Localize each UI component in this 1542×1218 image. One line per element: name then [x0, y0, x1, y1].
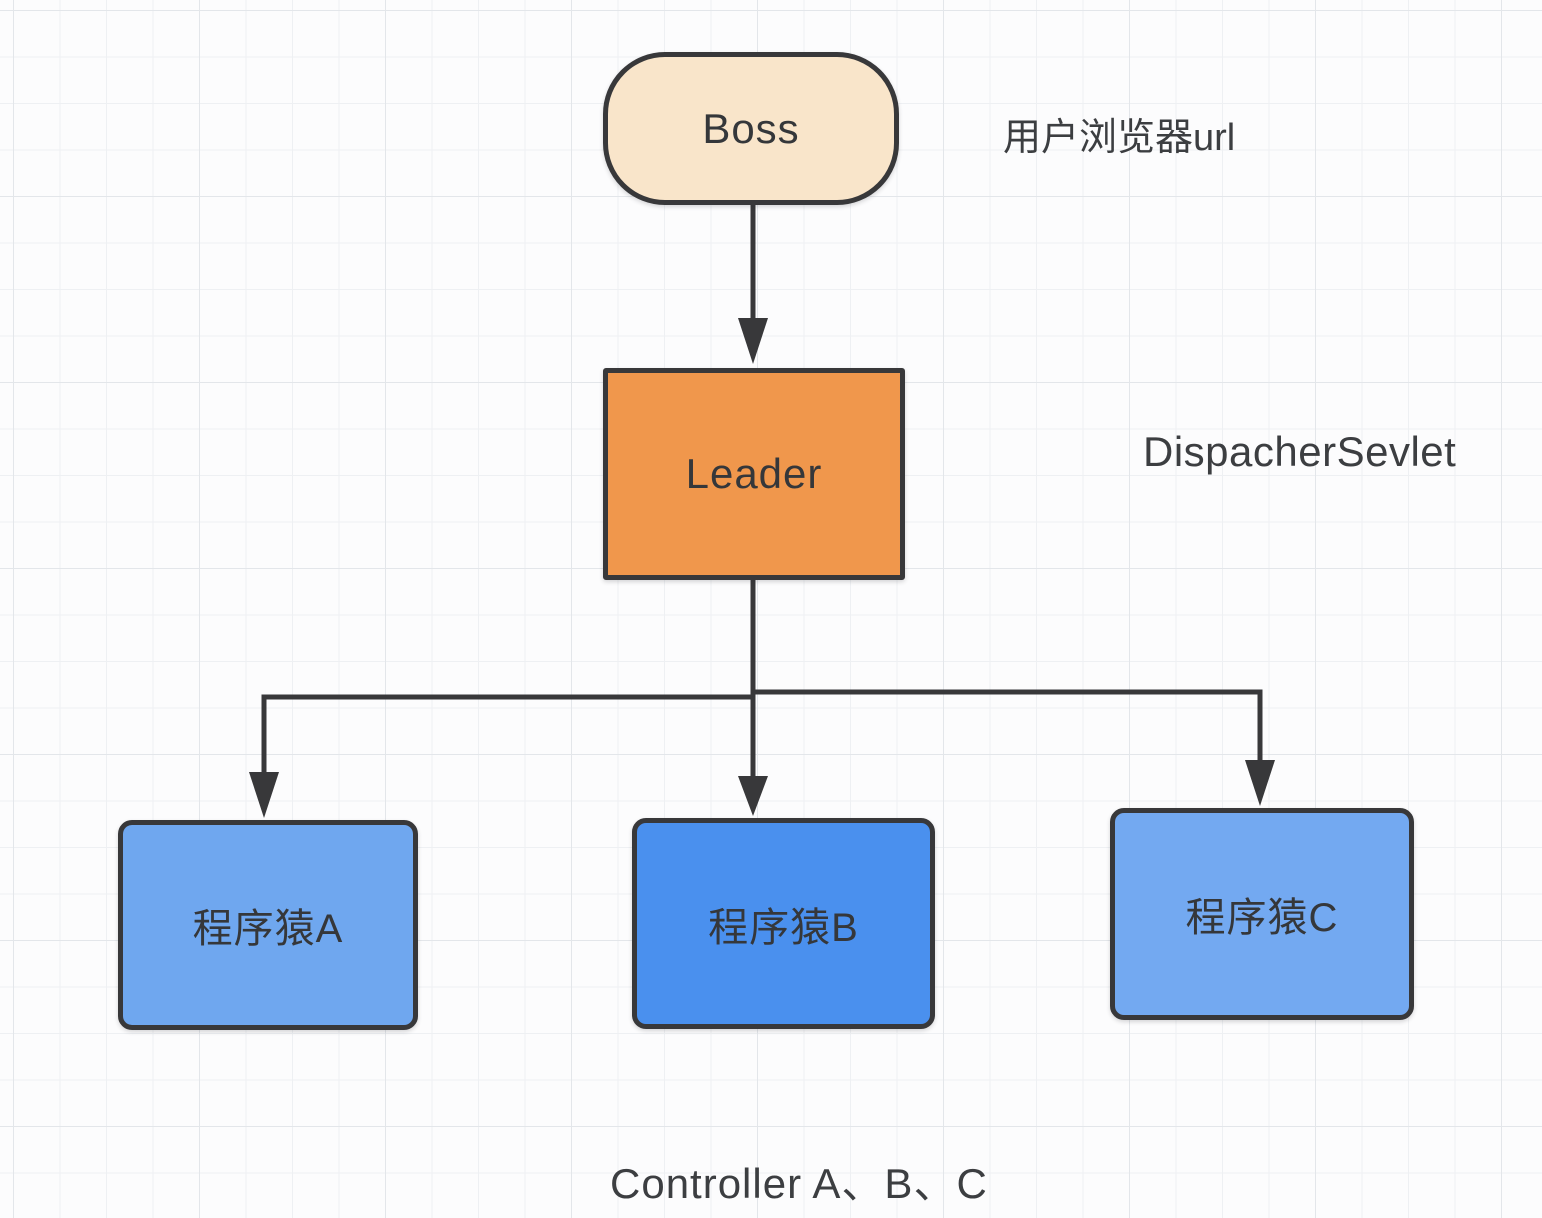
edge-leader-to-worker-a-line — [261, 694, 753, 774]
node-worker-c-label: 程序猿C — [1185, 896, 1339, 940]
node-worker-a-label: 程序猿A — [192, 907, 344, 951]
node-boss-label: Boss — [702, 104, 800, 152]
edge-leader-to-worker-c-arrowhead-icon — [1245, 760, 1275, 806]
edge-leader-to-worker-c-line — [755, 689, 1263, 762]
node-leader: Leader — [603, 368, 905, 580]
node-worker-c: 程序猿C — [1110, 808, 1414, 1020]
annotation-browser-url: 用户浏览器url — [1003, 117, 1236, 159]
node-boss: Boss — [603, 52, 899, 205]
node-worker-b: 程序猿B — [632, 818, 935, 1029]
annotation-dispatcher-servlet: DispacherSevlet — [1143, 428, 1457, 475]
node-leader-label: Leader — [685, 450, 823, 497]
edge-leader-to-worker-a-arrowhead-icon — [249, 772, 279, 818]
edge-leader-to-worker-b-arrowhead-icon — [738, 776, 768, 816]
annotation-controller-abc: Controller A、B、C — [610, 1160, 988, 1207]
node-worker-b-label: 程序猿B — [708, 905, 859, 950]
edge-boss-to-leader-arrowhead-icon — [738, 318, 768, 364]
node-worker-a: 程序猿A — [118, 820, 418, 1030]
